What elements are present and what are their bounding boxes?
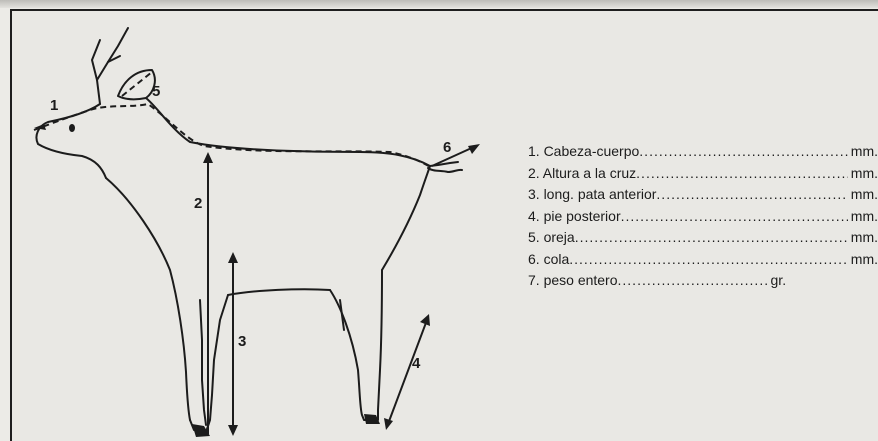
marker-5: 5 <box>152 83 160 100</box>
dot-leader <box>656 184 847 206</box>
legend-row: 4. pie posterior mm. <box>528 206 878 228</box>
legend-label: 7. peso entero <box>528 270 618 292</box>
deer-outline <box>36 28 462 432</box>
dot-leader <box>636 163 848 185</box>
legend-row: 5. oreja mm. <box>528 227 878 249</box>
legend-label: 2. Altura a la cruz <box>528 163 636 185</box>
legend-unit: mm. <box>848 249 878 271</box>
arrowheads <box>203 144 480 436</box>
legend-label: 6. cola <box>528 249 569 271</box>
dot-leader <box>618 270 768 292</box>
dot-leader <box>639 141 847 163</box>
marker-3: 3 <box>238 333 246 350</box>
measurement-legend: 1. Cabeza-cuerpo mm. 2. Altura a la cruz… <box>528 141 878 292</box>
legend-label: 5. oreja <box>528 227 575 249</box>
dot-leader <box>621 206 848 228</box>
legend-row: 6. cola mm. <box>528 249 878 271</box>
measurement-lines <box>34 72 476 434</box>
legend-unit: mm. <box>848 227 878 249</box>
legend-row: 7. peso entero gr. <box>528 270 878 292</box>
legend-label: 4. pie posterior <box>528 206 621 228</box>
legend-unit: mm. <box>848 163 878 185</box>
legend-row: 3. long. pata anterior mm. <box>528 184 878 206</box>
legend-unit: gr. <box>768 270 787 292</box>
legend-unit: mm. <box>848 141 878 163</box>
marker-4: 4 <box>412 355 421 372</box>
legend-label: 1. Cabeza-cuerpo <box>528 141 639 163</box>
marker-2: 2 <box>194 195 202 212</box>
legend-unit: mm. <box>848 184 878 206</box>
legend-row: 1. Cabeza-cuerpo mm. <box>528 141 878 163</box>
dot-leader <box>575 227 848 249</box>
legend-label: 3. long. pata anterior <box>528 184 656 206</box>
legend-unit: mm. <box>848 206 878 228</box>
dot-leader <box>569 249 848 271</box>
marker-1: 1 <box>50 97 58 114</box>
legend-row: 2. Altura a la cruz mm. <box>528 163 878 185</box>
marker-6: 6 <box>443 139 451 156</box>
eye-mark <box>69 124 75 132</box>
